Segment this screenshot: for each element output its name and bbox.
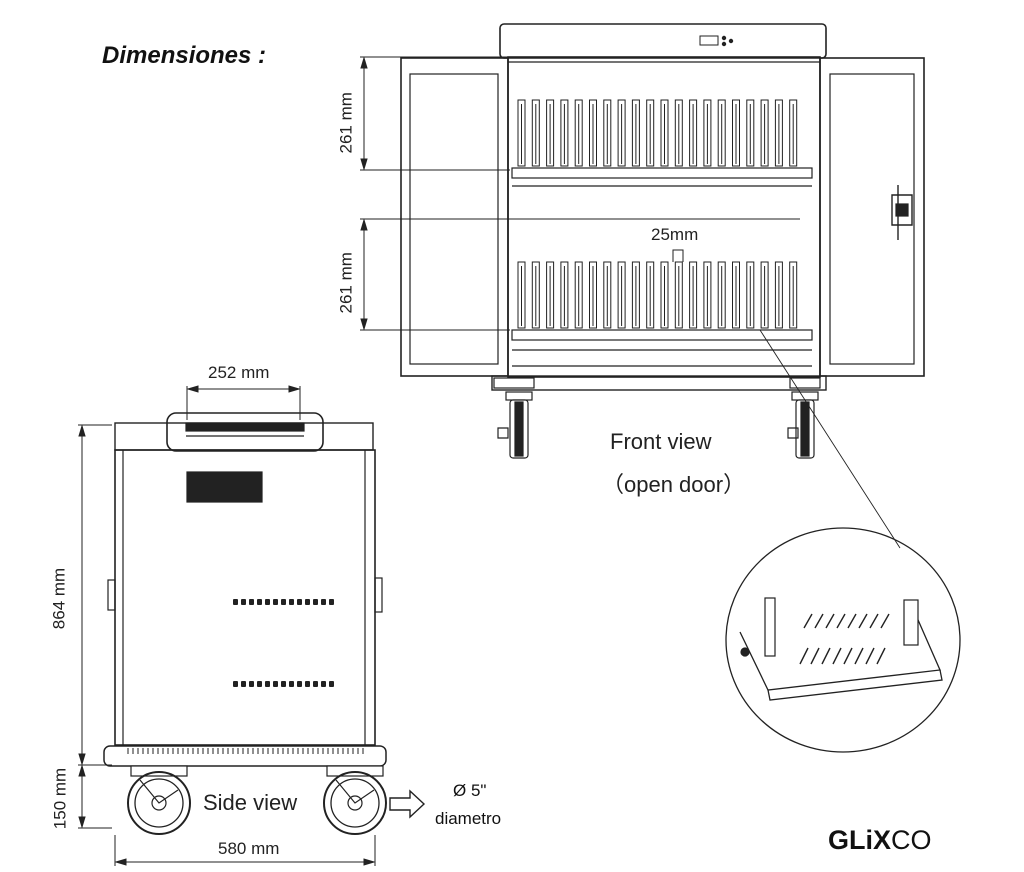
- dimension-580: [114, 835, 376, 866]
- brand-logo: GLiXCO: [828, 827, 932, 854]
- wheel-size-label: Ø 5": [453, 781, 487, 800]
- dimension-252: [186, 385, 301, 420]
- dimension-25mm: [672, 249, 684, 262]
- side-caster-right: [323, 765, 387, 835]
- detail-slot: [836, 613, 846, 629]
- side-vent-holes: [233, 599, 334, 687]
- open-door-label: （open door）: [602, 472, 746, 497]
- detail-slot: [843, 647, 853, 665]
- vent-hole: [241, 681, 246, 687]
- top-handle: [499, 23, 827, 59]
- vent-hole: [233, 681, 238, 687]
- dimension-261-bottom: [360, 218, 800, 331]
- depth-label: 580 mm: [218, 839, 280, 858]
- vent-hole: [273, 599, 278, 605]
- shelf-lower: [511, 329, 813, 341]
- shelf-height-bottom-label: 261 mm: [336, 252, 356, 314]
- side-caster-left: [127, 765, 191, 835]
- vent-hole: [249, 599, 254, 605]
- vent-hole: [265, 599, 270, 605]
- dimension-261-top: [360, 56, 510, 171]
- brand-regular: CO: [891, 825, 932, 855]
- vent-hole: [273, 681, 278, 687]
- dimension-150: [78, 764, 112, 829]
- base-rail: [491, 375, 827, 391]
- detail-slot: [832, 647, 842, 665]
- vent-hole: [281, 599, 286, 605]
- handle-width-label: 252 mm: [208, 363, 270, 382]
- height-label: 864 mm: [49, 567, 69, 630]
- vent-hole: [329, 599, 334, 605]
- right-door: [819, 57, 925, 377]
- vent-hole: [321, 599, 326, 605]
- detail-slot: [814, 613, 824, 629]
- detail-slot: [810, 647, 820, 665]
- page-title: Dimensiones :: [102, 42, 267, 69]
- detail-slot: [869, 613, 879, 629]
- vent-hole: [257, 599, 262, 605]
- vent-hole: [289, 599, 294, 605]
- detail-slot: [821, 647, 831, 665]
- vent-hole: [329, 681, 334, 687]
- front-caster-right: [787, 391, 819, 459]
- vent-hole: [281, 681, 286, 687]
- vent-hole: [233, 599, 238, 605]
- detail-leader-line: [759, 329, 901, 549]
- detail-slot: [876, 647, 886, 665]
- detail-slot: [847, 613, 857, 629]
- vent-hole: [249, 681, 254, 687]
- detail-slot: [825, 613, 835, 629]
- side-view-cart: [103, 412, 387, 767]
- front-view-label: Front view: [610, 429, 712, 454]
- detail-slot: [880, 613, 890, 629]
- dimension-864: [78, 424, 112, 766]
- side-view-label: Side view: [203, 790, 298, 815]
- vent-hole: [289, 681, 294, 687]
- slot-gap-label: 25mm: [651, 225, 699, 244]
- control-panel: [699, 35, 719, 46]
- slot-dividers-upper: [517, 99, 798, 167]
- wheel-diameter-label: diametro: [435, 809, 502, 828]
- vent-hole: [305, 681, 310, 687]
- side-vent: [186, 471, 263, 503]
- vent-hole: [305, 599, 310, 605]
- detail-slot: [799, 647, 809, 665]
- wheel-height-label: 150 mm: [50, 767, 70, 830]
- detail-slot: [854, 647, 864, 665]
- detail-slot: [803, 613, 813, 629]
- brand-bold: GLiX: [828, 825, 892, 855]
- vent-hole: [313, 599, 318, 605]
- side-base: [103, 745, 387, 767]
- vent-hole: [321, 681, 326, 687]
- front-caster-left: [497, 391, 533, 459]
- shelf-height-top-label: 261 mm: [336, 92, 356, 154]
- vent-hole: [241, 599, 246, 605]
- detail-slot: [858, 613, 868, 629]
- vent-hole: [257, 681, 262, 687]
- slot-dividers-lower: [517, 261, 798, 329]
- arrow-right-icon: [389, 789, 426, 819]
- vent-hole: [297, 599, 302, 605]
- vent-hole: [313, 681, 318, 687]
- detail-slot: [865, 647, 875, 665]
- left-door: [400, 57, 509, 377]
- shelf-upper: [511, 167, 813, 179]
- detail-callout: [725, 527, 961, 753]
- vent-hole: [265, 681, 270, 687]
- vent-hole: [297, 681, 302, 687]
